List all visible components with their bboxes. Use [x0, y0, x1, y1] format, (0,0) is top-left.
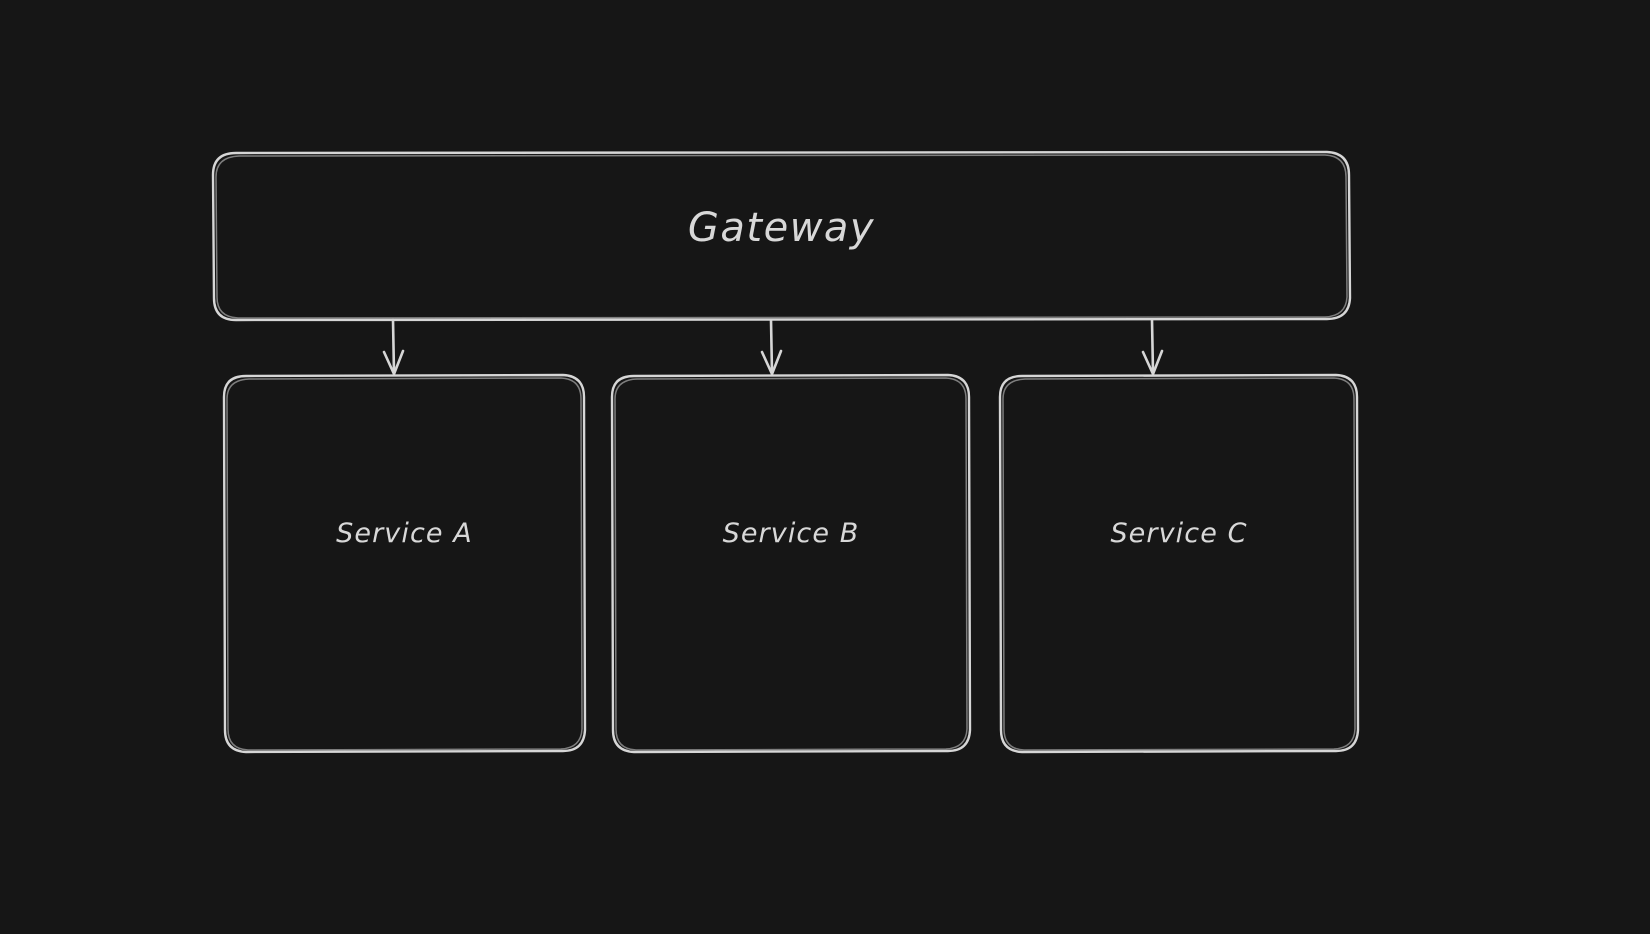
node-service-a[interactable]: Service A [224, 375, 585, 752]
node-service-c-label: Service C [1110, 518, 1248, 549]
edge-gateway-service-a [382, 318, 405, 376]
node-gateway[interactable]: Gateway [213, 152, 1350, 320]
node-service-c[interactable]: Service C [1000, 375, 1358, 752]
edge-gateway-service-b [760, 318, 783, 376]
node-service-b-label: Service B [722, 518, 860, 549]
node-service-a-label: Service A [336, 518, 473, 549]
edge-gateway-service-c [1141, 318, 1164, 376]
node-service-b[interactable]: Service B [612, 375, 970, 752]
node-gateway-label: Gateway [687, 205, 876, 251]
